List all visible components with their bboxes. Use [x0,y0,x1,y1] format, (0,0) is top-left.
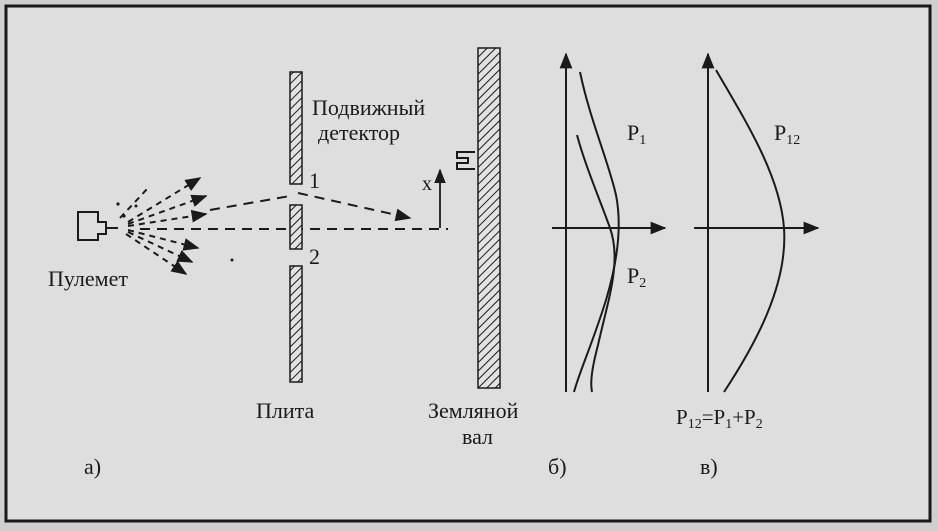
curve-p12 [715,69,786,393]
plate [289,71,303,383]
detector-icon [456,151,475,170]
curve-p1 [573,71,620,393]
detector-label-line2: детектор [318,120,400,145]
curve-p1-label: P1 [627,120,646,148]
x-axis-label: x [422,173,432,195]
bullet-trajectories [119,177,208,275]
bullet-dots [116,202,234,262]
machine-gun-icon [77,211,118,241]
curve-p2-label: P2 [627,263,646,291]
plate-label: Плита [256,398,315,423]
figure-frame [4,4,932,523]
panel-c-axes [694,52,820,392]
detector-label-line1: Подвижный [312,95,425,120]
panel-letter-c: в) [700,454,718,479]
curve-p12-label: P12 [774,120,800,148]
sum-formula: P12=P1+P2 [676,405,763,432]
hole2-label: 2 [309,244,320,269]
panel-b-axes [552,52,667,392]
wall-label-line1: Земляной [428,398,519,423]
earth-wall [477,47,501,389]
wall-label-line2: вал [462,424,493,449]
curve-p2 [576,134,616,393]
panel-letter-b: б) [548,454,567,479]
hole1-label: 1 [309,168,320,193]
panel-letter-a: а) [84,454,101,479]
machine-gun-label: Пулемет [48,266,128,291]
